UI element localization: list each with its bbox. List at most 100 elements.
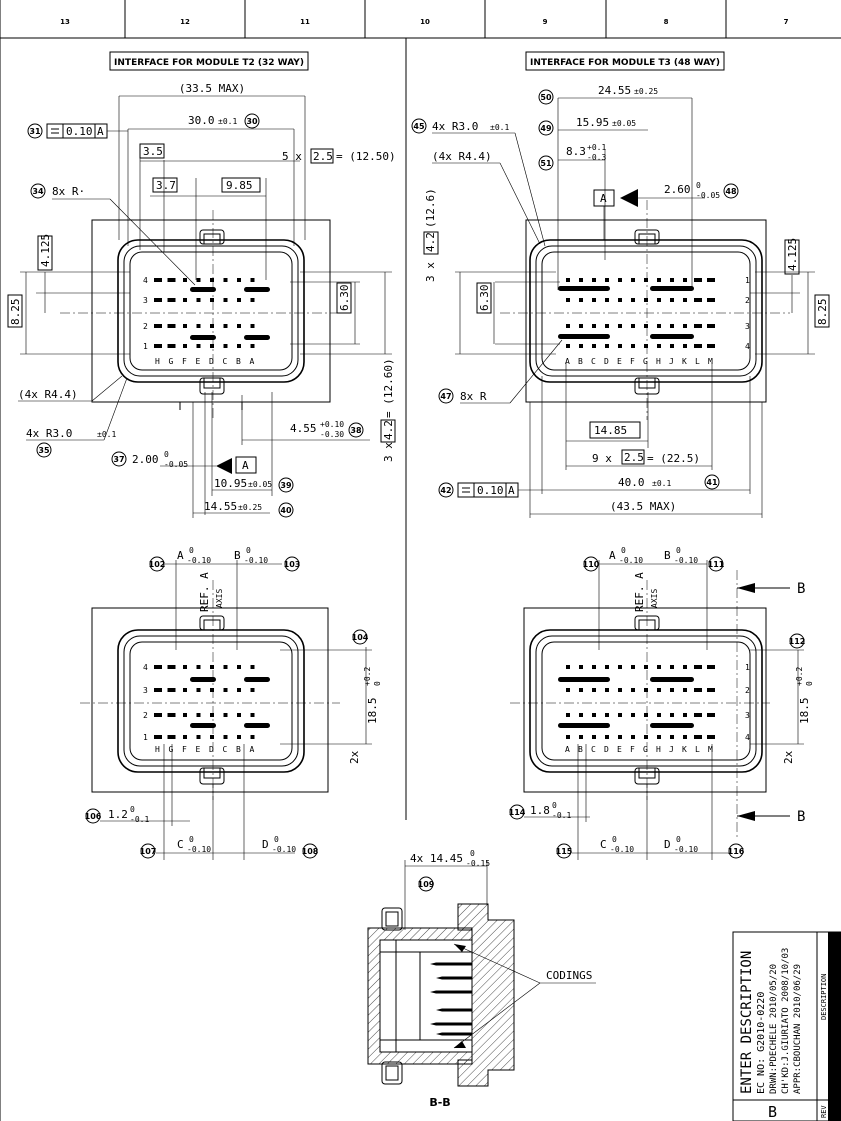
zone-label: 13: [60, 18, 70, 26]
pin: [694, 688, 702, 692]
pin: [683, 688, 687, 692]
dim-tol-dn: -0.1: [130, 815, 149, 824]
pin: [579, 735, 583, 739]
pin: [592, 688, 596, 692]
column-label: E: [617, 745, 622, 754]
pin: [707, 735, 715, 739]
callout-50: 50: [540, 93, 552, 102]
callout-48: 48: [725, 187, 737, 196]
pin: [605, 735, 609, 739]
pin: [196, 735, 201, 739]
pin: [683, 735, 687, 739]
pin: [237, 688, 241, 692]
pin: [250, 324, 255, 328]
dim-width-40: 40.0: [618, 476, 645, 489]
pin: [579, 688, 583, 692]
dim-tol-dn: 0: [373, 681, 382, 686]
dim-tol-up: 0: [621, 546, 626, 555]
dim-tol-dn: -0.30: [320, 430, 344, 439]
pin: [223, 735, 228, 739]
pin: [250, 298, 255, 302]
pin: [154, 665, 162, 669]
pin: [237, 665, 241, 669]
dim-tol-dn: -0.10: [619, 556, 643, 565]
section-label: B: [797, 809, 805, 825]
dim-tol-up: 0: [676, 835, 681, 844]
pin: [694, 344, 702, 348]
contact-tip: [430, 990, 436, 994]
pin: [566, 665, 570, 669]
pin: [592, 298, 596, 302]
column-label: G: [169, 357, 174, 366]
pin: [154, 278, 162, 282]
pin: [683, 665, 687, 669]
pin: [210, 344, 214, 348]
dim-tol-dn: -0.10: [674, 556, 698, 565]
pin: [618, 298, 622, 302]
dim-c: C: [600, 838, 607, 851]
pin: [670, 324, 674, 328]
callout-47: 47: [440, 392, 451, 401]
callout-49: 49: [540, 124, 552, 133]
pin: [183, 278, 187, 282]
view-t3: INTERFACE FOR MODULE T3 (48 WAY) 1 2 3 4…: [411, 51, 830, 518]
pin: [683, 278, 687, 282]
column-label: D: [604, 745, 609, 754]
pin: [196, 324, 201, 328]
dim-pitch: 9 x: [592, 452, 612, 465]
column-label: K: [682, 745, 687, 754]
dim-c: C: [177, 838, 184, 851]
pin: [154, 344, 162, 348]
contact-pin: [436, 990, 472, 994]
dim-a: A: [609, 549, 616, 562]
pin: [657, 324, 661, 328]
ref-a-label: REF. A: [633, 572, 646, 612]
connector-housing: [529, 239, 763, 383]
pin: [196, 278, 201, 282]
dim-4-125: 4.125: [786, 238, 799, 271]
dim-2-60: 2.60: [664, 183, 691, 196]
column-label: D: [209, 745, 214, 754]
pin: [644, 278, 648, 282]
pin: [707, 688, 715, 692]
dim-15-95: 15.95: [576, 116, 609, 129]
pin: [605, 278, 609, 282]
row-label: 3: [745, 711, 750, 720]
zone-label: 12: [180, 18, 190, 26]
pin: [566, 688, 570, 692]
dim-tol-dn: -0.10: [610, 845, 634, 854]
dim-tol-up: +0.10: [320, 420, 344, 429]
dim-tol: ±0.25: [238, 503, 262, 512]
connector-housing: [117, 239, 305, 383]
column-label: F: [182, 745, 187, 754]
dim-4-125: 4.125: [39, 234, 52, 267]
pin: [223, 688, 228, 692]
pin: [183, 344, 187, 348]
dim-tol: ±0.1: [97, 430, 116, 439]
dim-tol-dn: -0.10: [272, 845, 296, 854]
datum-ref: A: [508, 484, 515, 497]
dim-tol-up: +0.2: [363, 667, 372, 686]
datum-ref: A: [97, 125, 104, 138]
pin: [631, 278, 635, 282]
view-title: INTERFACE FOR MODULE T3 (48 WAY): [530, 58, 720, 68]
dim-tol: ±0.25: [634, 87, 658, 96]
dim-r3-0: 4x R3.0: [26, 427, 72, 440]
callout-114: 114: [509, 808, 526, 817]
pin: [618, 278, 622, 282]
contact-tip: [436, 976, 442, 980]
view-title-box: [109, 51, 309, 71]
row-label: 3: [143, 296, 148, 305]
dim-1-8: 1.8: [530, 804, 550, 817]
contact-tip: [430, 1022, 436, 1026]
dim-3-7: 3.7: [156, 179, 176, 192]
pin: [183, 298, 187, 302]
coding-bar: [190, 335, 216, 340]
checked-by: CH'KD:J.GIURIATO 2008/10/03: [781, 948, 791, 1094]
title-block: ENTER DESCRIPTION EC NO: G2010-0220 DRWN…: [732, 931, 841, 1121]
row-label: 3: [745, 322, 750, 331]
pin: [167, 713, 176, 717]
pin: [167, 298, 176, 302]
callout-40: 40: [280, 506, 292, 515]
